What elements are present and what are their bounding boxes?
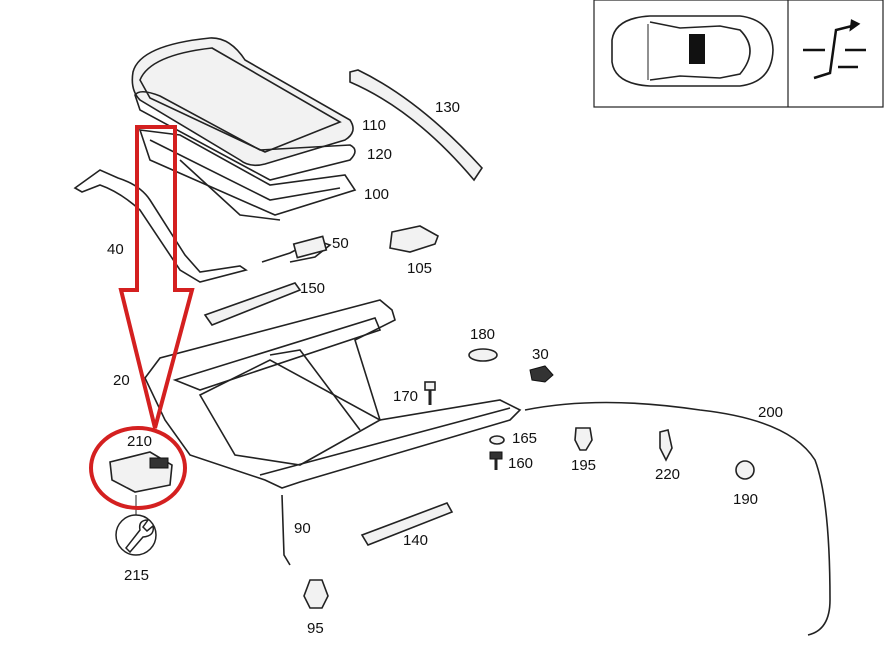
sunroof-tilt-slide-icon (803, 19, 866, 80)
part-20-roof-frame (144, 299, 522, 489)
part-210-drive-motor (109, 451, 173, 493)
part-95-clip (303, 579, 329, 609)
highlight-circle (89, 426, 187, 510)
part-110-glass-panel (131, 37, 354, 167)
part-165-washer (489, 435, 505, 445)
label-180: 180 (470, 326, 495, 343)
car-top-view-icon (611, 15, 774, 87)
part-200-drain-hose (524, 401, 831, 636)
label-50: 50 (332, 235, 349, 252)
label-90: 90 (294, 520, 311, 537)
part-160-screw (489, 451, 503, 470)
label-220: 220 (655, 466, 680, 483)
part-100-sliding-frame (138, 129, 357, 221)
label-200: 200 (758, 404, 783, 421)
part-195-clip (574, 427, 593, 451)
label-210: 210 (127, 433, 152, 450)
label-160: 160 (508, 455, 533, 472)
label-95: 95 (307, 620, 324, 637)
part-labels: 110 130 120 100 40 50 105 150 180 30 20 … (107, 99, 783, 637)
inset-panel (593, 0, 884, 108)
part-30-clip (529, 365, 554, 383)
part-90-hose (281, 494, 291, 566)
part-220-connector (659, 429, 673, 462)
part-180-washer (468, 348, 498, 362)
label-30: 30 (532, 346, 549, 363)
label-190: 190 (733, 491, 758, 508)
label-195: 195 (571, 457, 596, 474)
label-150: 150 (300, 280, 325, 297)
part-170-bolt (424, 381, 436, 405)
label-100: 100 (364, 186, 389, 203)
label-170: 170 (393, 388, 418, 405)
wrench-icon (115, 514, 157, 556)
part-190-grommet (735, 460, 755, 480)
label-215: 215 (124, 567, 149, 584)
label-120: 120 (367, 146, 392, 163)
part-50-cable-switch (261, 235, 332, 263)
label-165: 165 (512, 430, 537, 447)
label-20: 20 (113, 372, 130, 389)
part-120-seal (134, 90, 356, 181)
label-110: 110 (362, 117, 386, 134)
label-140: 140 (403, 532, 428, 549)
part-130-wind-deflector (349, 69, 484, 182)
part-150-trim-strip (203, 282, 302, 326)
label-105: 105 (407, 260, 432, 277)
part-140-trim-strip (360, 502, 454, 546)
part-105-handle (389, 225, 439, 253)
highlight-arrow (118, 125, 195, 429)
part-40-drain-seal (73, 169, 248, 283)
label-130: 130 (435, 99, 460, 116)
label-40: 40 (107, 241, 124, 258)
